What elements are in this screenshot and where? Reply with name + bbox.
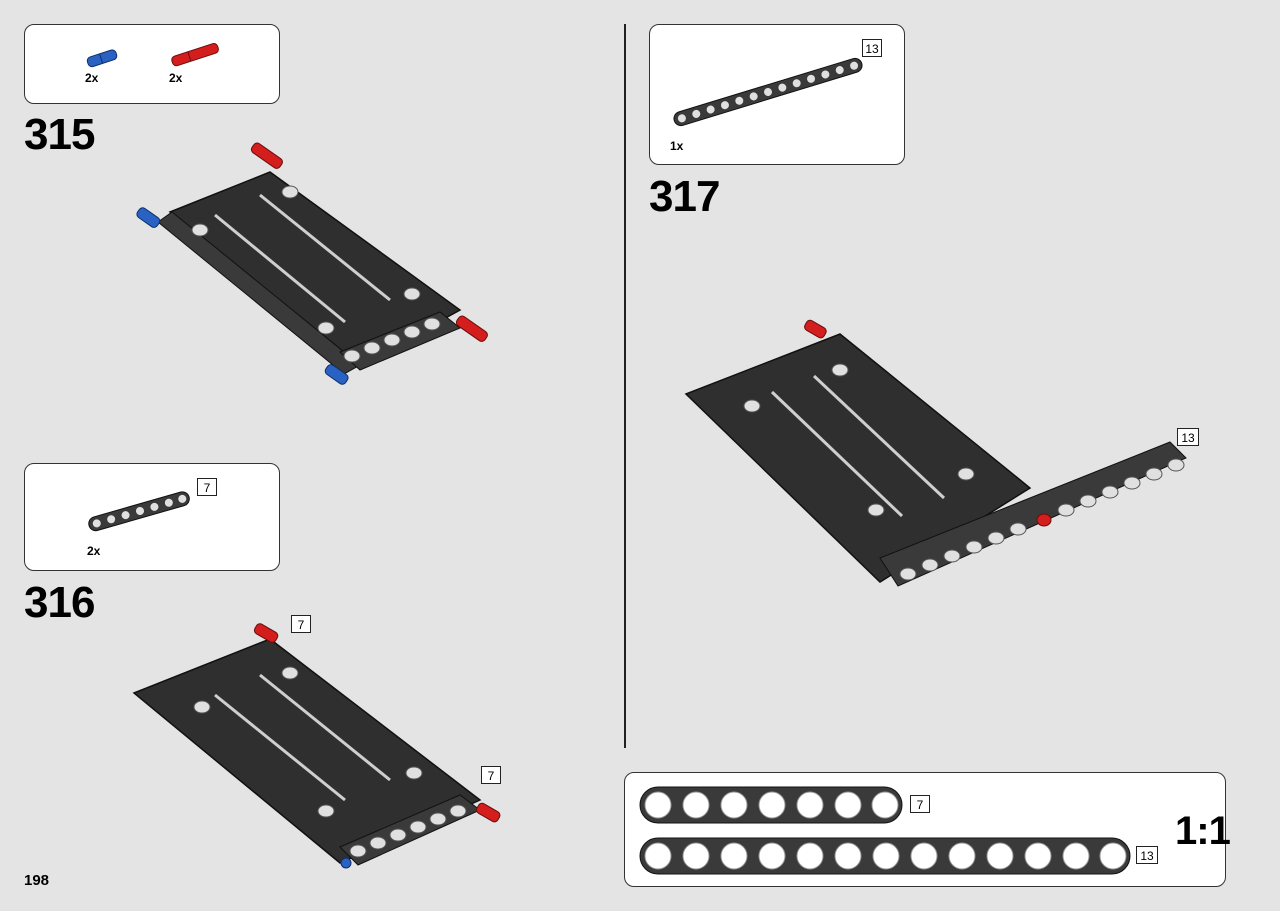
- assembly-316: [132, 623, 501, 869]
- length-callout: 7: [197, 478, 217, 496]
- part-qty: 2x: [87, 544, 101, 558]
- part-qty: 2x: [85, 71, 99, 85]
- length-callout: 13: [1177, 428, 1199, 446]
- length-callout: 13: [1136, 846, 1158, 864]
- parts-list-316: 7 2x: [24, 463, 280, 571]
- scale-ruler: 7 13 1:1: [624, 772, 1231, 887]
- step-number: 317: [649, 172, 720, 221]
- column-divider: [624, 24, 626, 748]
- step-number: 315: [24, 110, 95, 159]
- beam-7-icon: [88, 491, 190, 532]
- beam-13-icon: [673, 57, 863, 127]
- length-callout: 13: [862, 39, 882, 57]
- step-number: 316: [24, 578, 95, 627]
- length-callout: 7: [910, 795, 930, 813]
- parts-list-315: 2x 2x: [24, 24, 280, 104]
- beam-7-ruler: [639, 786, 903, 824]
- blue-pin-icon: [86, 49, 118, 68]
- assembly-317: [684, 319, 1187, 587]
- part-qty: 2x: [169, 71, 183, 85]
- part-qty: 1x: [670, 139, 684, 153]
- scale-label: 1:1: [1175, 809, 1231, 853]
- beam-13-ruler: [639, 837, 1131, 875]
- page-number: 198: [24, 872, 50, 889]
- length-callout: 7: [481, 766, 501, 784]
- red-pin-icon: [171, 42, 219, 67]
- parts-list-317: 13 1x: [649, 24, 905, 165]
- assembly-315: [136, 142, 488, 385]
- length-callout: 7: [291, 615, 311, 633]
